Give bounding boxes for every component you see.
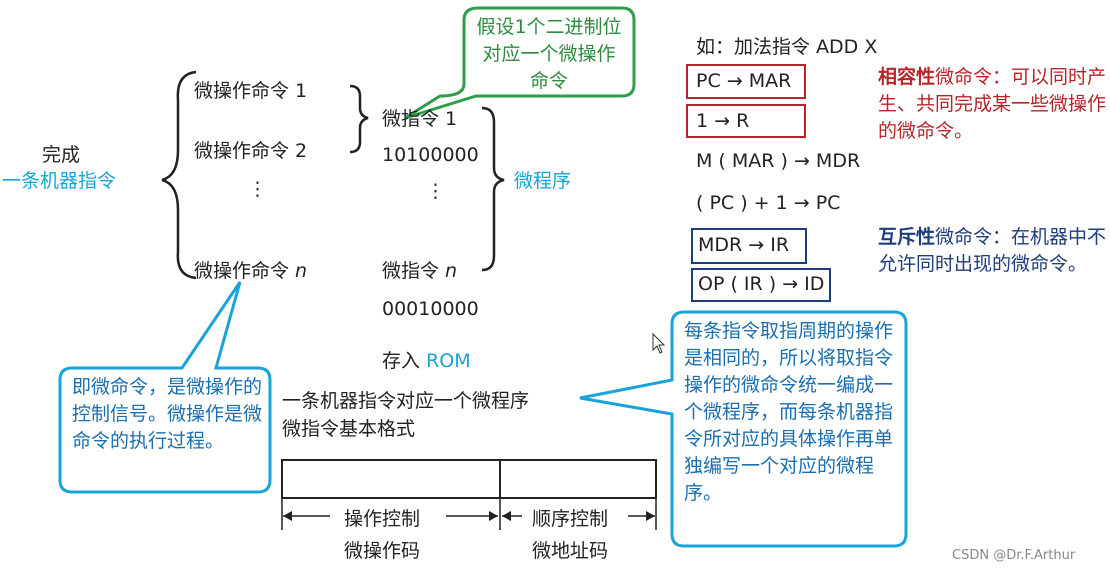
step-pc-increment: ( PC ) + 1 → PC <box>696 192 841 214</box>
exclusive-text: 微命令：在机器中不允许同时出现的微命令。 <box>878 226 1107 275</box>
step-box-mdr-ir <box>691 228 807 264</box>
green-callout-bubble <box>404 6 636 120</box>
step-pc-mar: PC → MAR <box>696 70 792 92</box>
micro-op-n: 微操作命令 n <box>194 260 308 282</box>
left-callout-bubble <box>58 281 272 494</box>
store-rom-text: 存入 ROM <box>382 350 471 372</box>
example-title: 如：加法指令 ADD X <box>696 36 878 58</box>
step-mdr-ir: MDR → IR <box>698 234 790 256</box>
compatible-definition: 相容性微命令：可以同时产生、共同完成某一些微操作的微命令。 <box>878 64 1108 145</box>
format-field-1-sub: 微操作码 <box>344 540 421 562</box>
microinstruction-ellipsis: ⋮ <box>426 180 445 202</box>
microprogram-brace <box>481 106 505 272</box>
format-field-2-sub: 微地址码 <box>532 540 609 562</box>
step-1-r: 1 → R <box>696 110 750 132</box>
microinstruction-1: 微指令 1 <box>382 108 458 130</box>
small-brace <box>349 84 369 154</box>
right-callout-text: 每条指令取指周期的操作是相同的，所以将取指令操作的微命令统一编成一个微程序，而每… <box>684 320 894 504</box>
exclusive-definition: 互斥性微命令：在机器中不允许同时出现的微命令。 <box>878 224 1108 278</box>
microinstruction-1-code: 10100000 <box>382 144 479 166</box>
machine-instruction-label: 一条机器指令 <box>2 170 117 192</box>
green-callout-text: 假设1个二进制位对应一个微操作命令 <box>476 16 622 92</box>
compatible-term: 相容性 <box>878 66 936 88</box>
complete-label: 完成 <box>42 144 81 166</box>
exclusive-term: 互斥性 <box>878 226 936 248</box>
micro-op-ellipsis: ⋮ <box>248 178 267 200</box>
step-op-id: OP ( IR ) → ID <box>698 273 825 295</box>
compatible-text: 微命令：可以同时产生、共同完成某一些微操作的微命令。 <box>878 66 1107 142</box>
watermark: CSDN @Dr.F.Arthur <box>952 548 1076 563</box>
step-mem-read: M ( MAR ) → MDR <box>696 150 861 172</box>
step-box-op-id <box>691 268 831 302</box>
format-field-2-title: 顺序控制 <box>532 508 609 530</box>
statement-line-2: 微指令基本格式 <box>282 418 416 440</box>
left-callout-text: 即微命令，是微操作的控制信号。微操作是微命令的执行过程。 <box>72 376 263 452</box>
micro-op-2: 微操作命令 2 <box>194 140 308 162</box>
microprogram-label: 微程序 <box>514 170 572 192</box>
micro-op-1: 微操作命令 1 <box>194 80 308 102</box>
statement-line-1: 一条机器指令对应一个微程序 <box>282 390 530 412</box>
step-box-1-r <box>686 104 806 138</box>
mouse-cursor-icon <box>652 332 666 354</box>
microinstruction-n-code: 00010000 <box>382 298 479 320</box>
right-callout-bubble <box>579 310 908 548</box>
microinstruction-n: 微指令 n <box>382 260 458 282</box>
format-field-1-title: 操作控制 <box>344 508 421 530</box>
left-brace <box>161 70 197 280</box>
step-box-pc-mar <box>686 64 806 99</box>
format-table <box>281 459 657 499</box>
